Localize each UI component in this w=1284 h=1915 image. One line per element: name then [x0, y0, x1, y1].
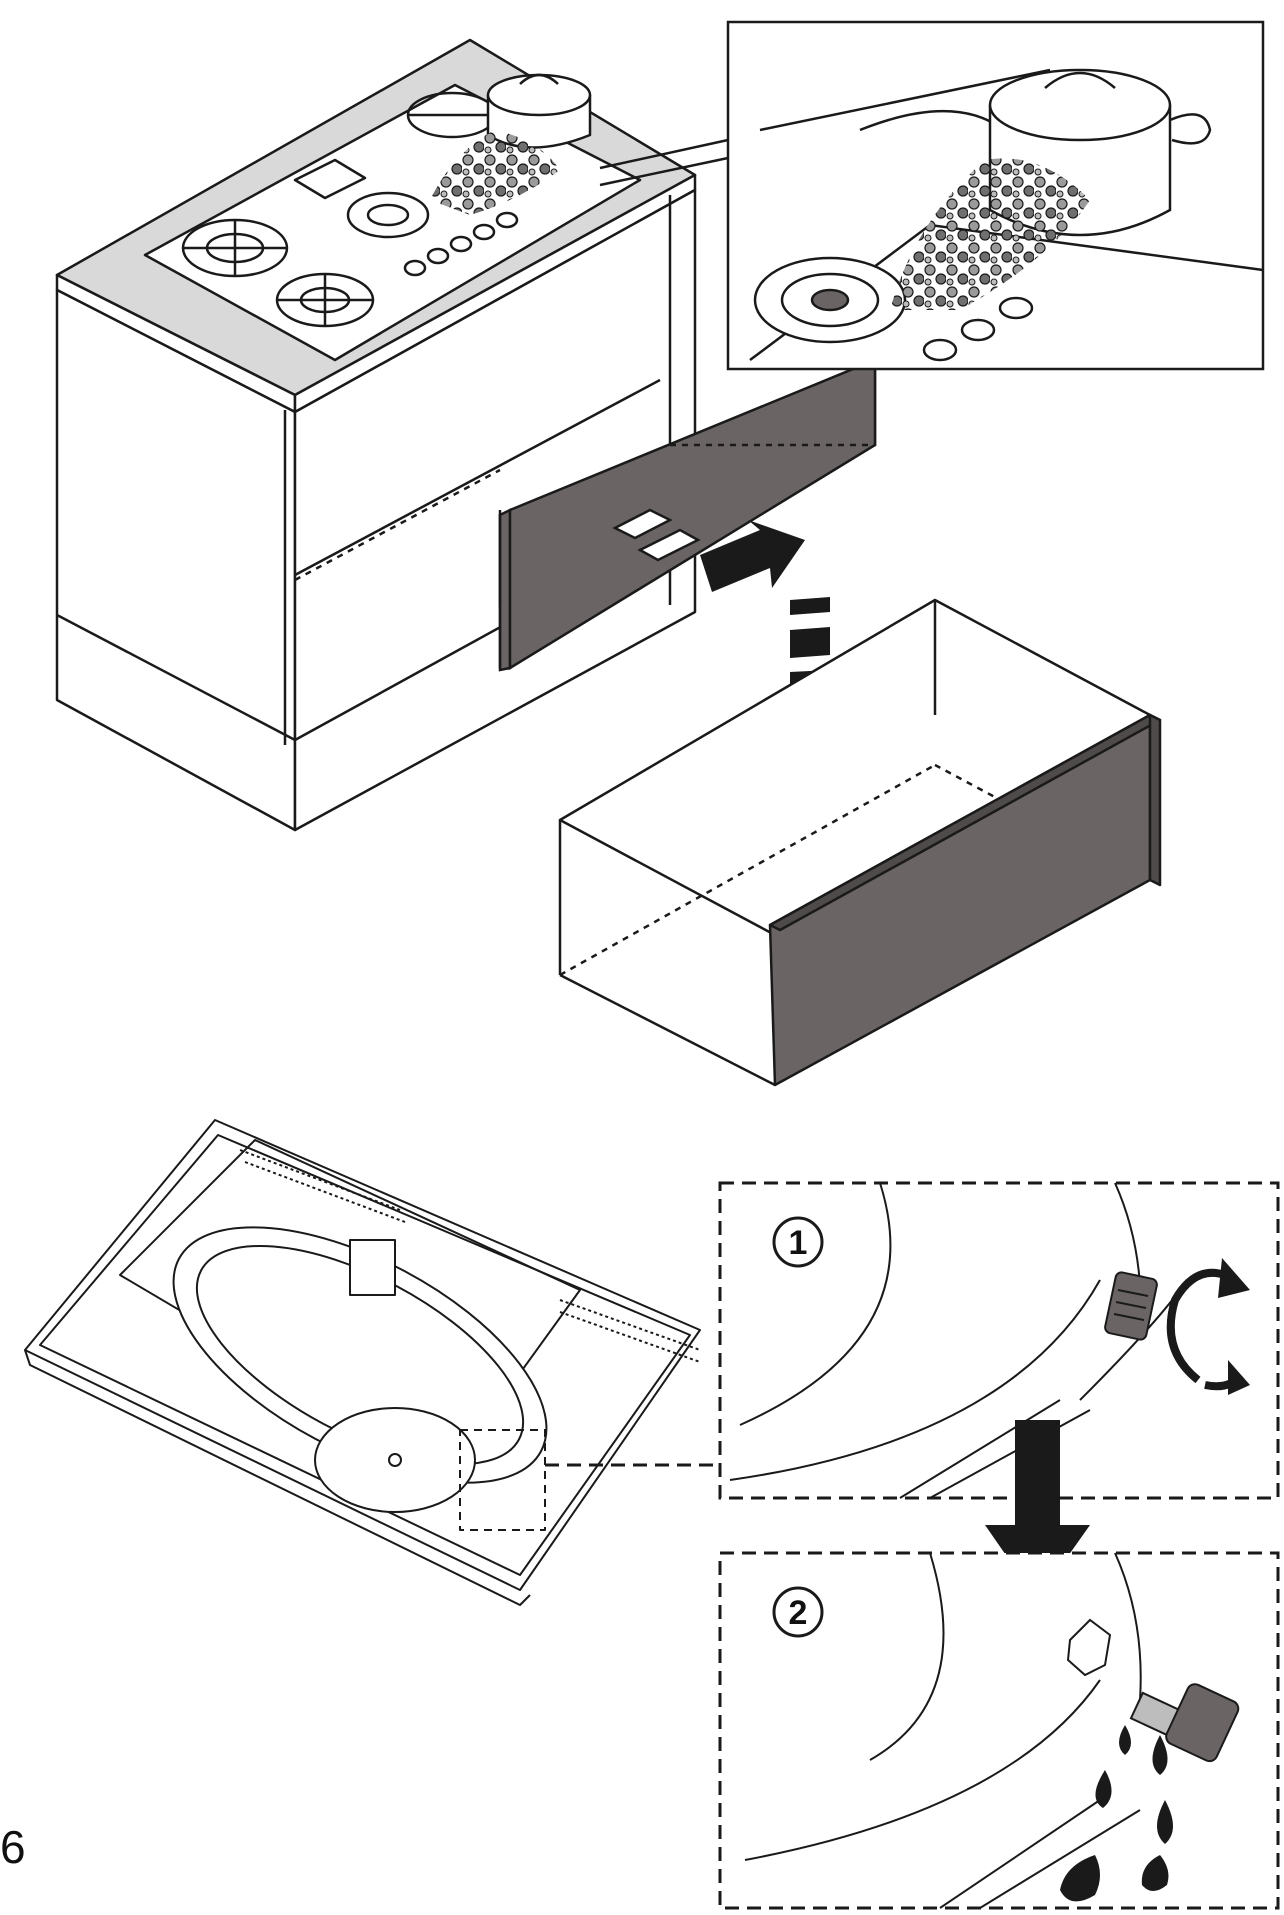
spill-bubbles-icon: [890, 158, 1090, 310]
page-number: 6: [0, 1821, 26, 1873]
kitchen-cabinet: [55, 38, 697, 832]
drain-knob-icon: [1129, 1683, 1240, 1763]
drawer-handle-slots: [612, 508, 701, 562]
down-arrow-icon: [700, 520, 805, 592]
removed-drawer: [558, 598, 1162, 1087]
step-1-callout: 1: [718, 1181, 1280, 1500]
control-knobs: [403, 211, 519, 277]
rotate-arrow-icon: [1166, 1258, 1250, 1395]
burner-left-back: [275, 272, 375, 328]
step-2-callout: 2: [718, 1551, 1280, 1910]
liquid-drop-icon: [1060, 1725, 1173, 1902]
drawer-front-installed: [498, 358, 877, 672]
hob-underside: [24, 1119, 701, 1606]
step-label-1: 1: [789, 1224, 808, 1262]
spill-bubbles-icon: [430, 130, 560, 215]
burner-center: [346, 191, 430, 239]
burner-left-front: [181, 218, 289, 278]
drain-knob-icon: [1104, 1271, 1158, 1341]
cabinet-side: [293, 188, 697, 832]
hob-square-element: [293, 158, 367, 200]
cooking-pot-small: [486, 73, 592, 149]
step-label-2: 2: [789, 1594, 808, 1632]
spill-zoom-callout: [599, 20, 1265, 371]
